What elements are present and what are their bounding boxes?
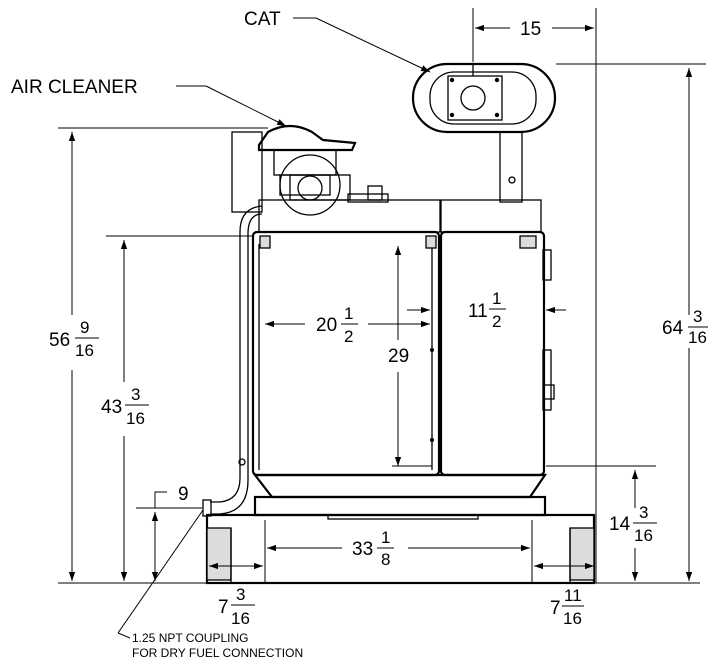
svg-text:20: 20 — [316, 315, 337, 336]
air-cleaner-unit — [257, 124, 389, 216]
dim-coupling-height: 9 — [178, 484, 189, 505]
dim-tank-top-height: 43 3 16 — [101, 385, 149, 428]
dim-top-offset: 15 — [520, 19, 541, 40]
fuel-pipe — [202, 205, 263, 517]
right-fuel-tank — [439, 199, 555, 477]
svg-text:2: 2 — [492, 312, 501, 331]
dim-tank-height: 29 — [388, 346, 409, 367]
cat-label: CAT — [244, 9, 281, 30]
svg-text:3: 3 — [131, 385, 140, 404]
svg-text:16: 16 — [231, 609, 250, 628]
dim-base-height: 14 3 16 — [609, 503, 657, 545]
dim-left-foot-width: 7 3 16 — [218, 585, 255, 628]
svg-text:3: 3 — [236, 585, 245, 604]
dimension-lines — [58, 8, 706, 639]
dim-right-tank-width: 11 1 2 — [468, 289, 506, 331]
dim-right-foot-width: 7 11 16 — [550, 586, 584, 628]
svg-text:3: 3 — [693, 307, 702, 326]
svg-text:1: 1 — [344, 304, 353, 323]
svg-text:14: 14 — [609, 514, 631, 535]
svg-text:16: 16 — [688, 328, 707, 347]
svg-text:7: 7 — [550, 598, 561, 619]
coupling-note-line2: FOR DRY FUEL CONNECTION — [132, 646, 303, 660]
machine-outline — [202, 62, 596, 585]
coupling-note-line1: 1.25 NPT COUPLING — [132, 631, 248, 645]
svg-text:16: 16 — [634, 526, 653, 545]
dim-air-cleaner-height: 56 9 16 — [49, 318, 99, 360]
svg-text:3: 3 — [639, 503, 648, 522]
svg-text:16: 16 — [126, 409, 145, 428]
air-cleaner-label: AIR CLEANER — [11, 77, 138, 98]
svg-text:11: 11 — [564, 586, 582, 605]
svg-text:1: 1 — [492, 289, 501, 308]
svg-text:2: 2 — [344, 327, 353, 346]
svg-text:1: 1 — [381, 528, 390, 547]
base-frame — [205, 473, 596, 585]
dim-tank-width: 20 1 2 — [316, 304, 358, 346]
svg-text:43: 43 — [101, 397, 122, 418]
svg-text:7: 7 — [218, 597, 229, 618]
svg-text:11: 11 — [468, 301, 488, 322]
svg-text:56: 56 — [49, 330, 70, 351]
svg-text:64: 64 — [662, 318, 684, 339]
dim-base-inner-width: 33 1 8 — [352, 528, 394, 569]
svg-text:16: 16 — [563, 609, 582, 628]
svg-text:16: 16 — [75, 341, 94, 360]
svg-text:8: 8 — [381, 550, 390, 569]
svg-text:33: 33 — [352, 539, 373, 560]
svg-text:9: 9 — [80, 318, 89, 337]
dim-overall-height: 64 3 16 — [662, 307, 708, 347]
cat-catalyst — [411, 62, 557, 134]
